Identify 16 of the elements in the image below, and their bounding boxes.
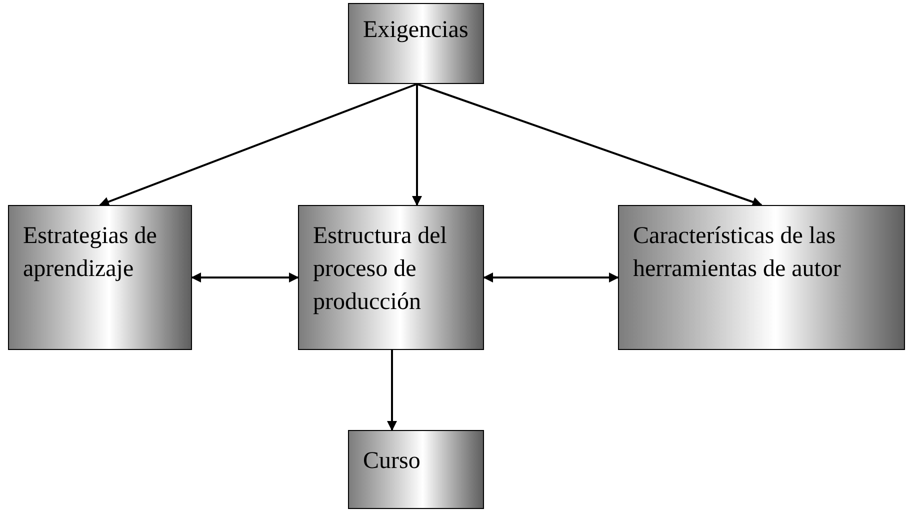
- arrow: [99, 83, 418, 206]
- process-box: [8, 205, 192, 350]
- arrow: [191, 272, 299, 282]
- box-label: Estrategias de aprendizaje: [23, 222, 158, 284]
- arrow: [416, 83, 762, 207]
- arrow: [483, 272, 619, 282]
- arrow: [412, 84, 422, 206]
- box-label: Estructura del proceso de producción: [313, 222, 448, 317]
- process-box: [298, 205, 484, 350]
- box-label: Exigencias: [363, 16, 469, 45]
- process-box: [348, 3, 484, 84]
- process-box: [618, 205, 905, 350]
- box-label: Características de las herramientas de autor: [633, 222, 842, 284]
- box-label: Curso: [363, 447, 422, 476]
- process-box: [348, 430, 484, 509]
- arrow: [387, 350, 397, 431]
